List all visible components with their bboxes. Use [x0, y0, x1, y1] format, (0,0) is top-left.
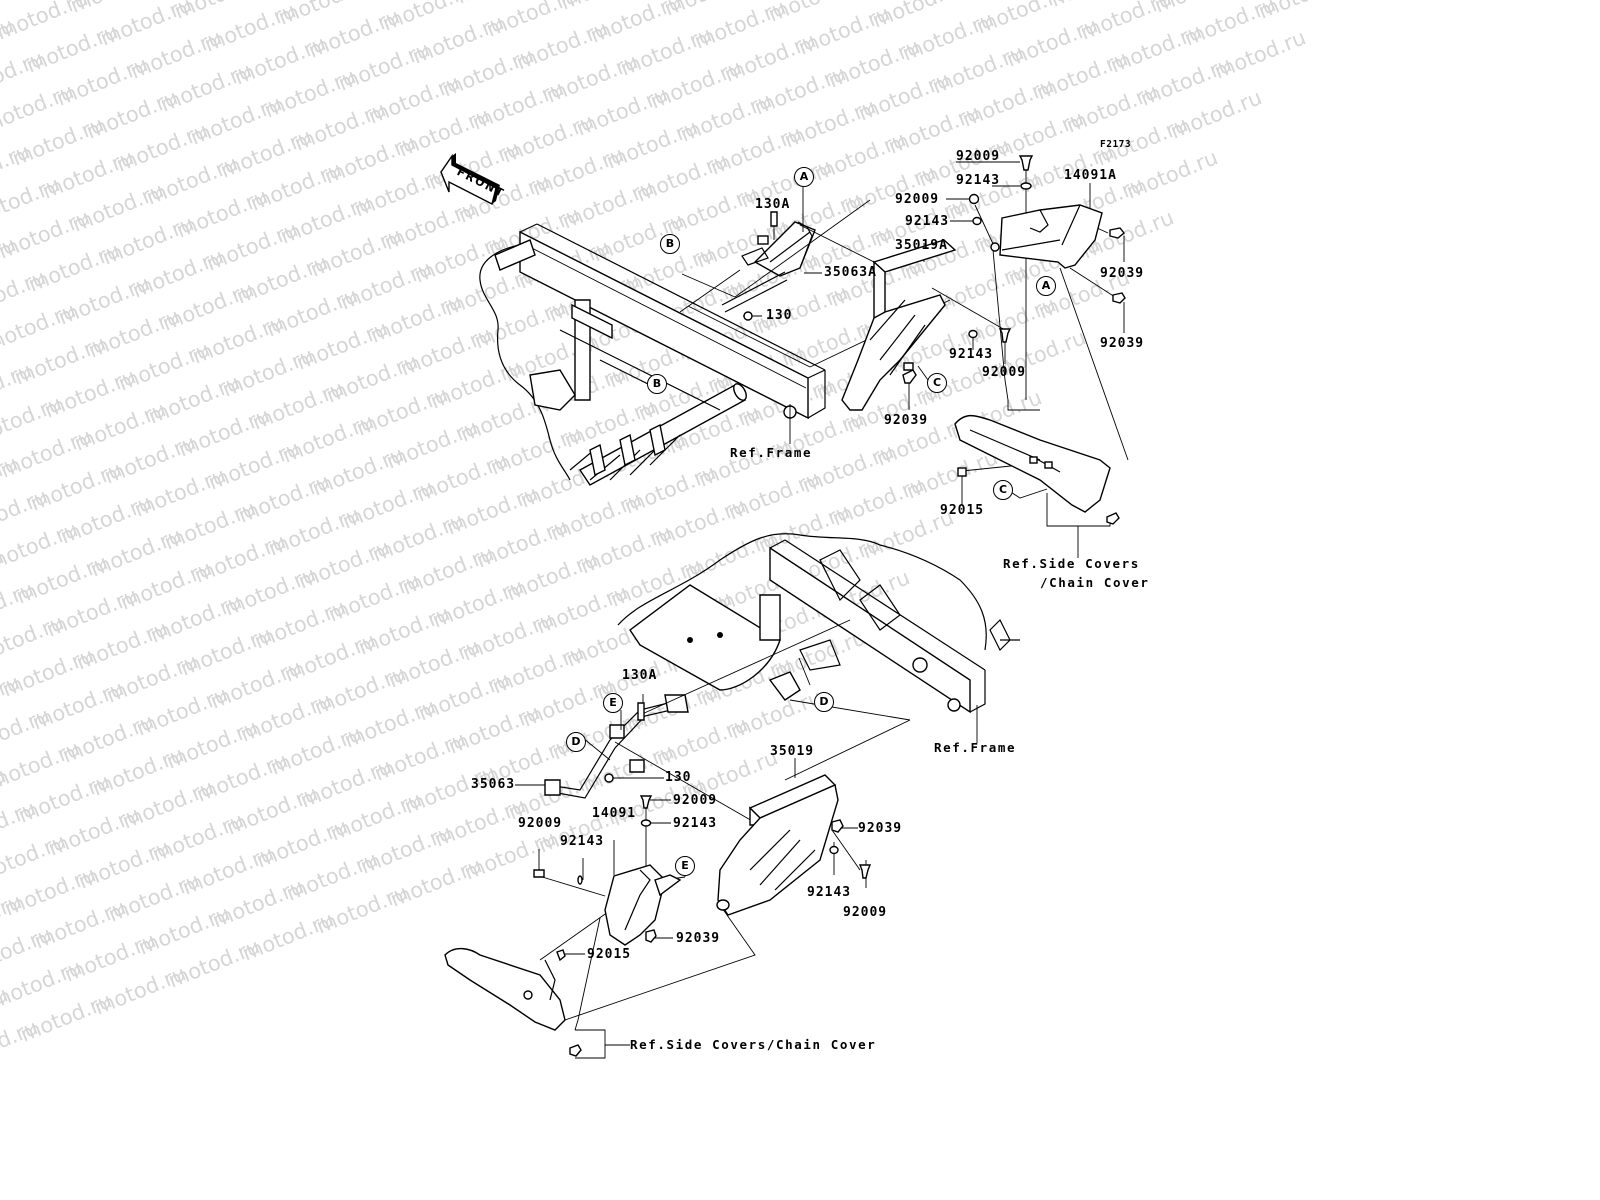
callout-d: D [566, 732, 586, 752]
callout-a: A [1036, 276, 1056, 296]
part-label-92039[interactable]: 92039 [1100, 336, 1145, 351]
callout-c: C [993, 480, 1013, 500]
upper-fasteners [743, 155, 1126, 525]
part-label-35019[interactable]: 35019 [770, 744, 815, 759]
ref-chain-cover-label[interactable]: /Chain Cover [1040, 575, 1150, 590]
callout-a: A [794, 167, 814, 187]
part-label-35019A[interactable]: 35019A [895, 238, 948, 253]
part-label-92015[interactable]: 92015 [587, 947, 632, 962]
side-cover-upper-drawing [954, 414, 1111, 513]
front-arrow-icon: FRONT [440, 153, 507, 206]
part-label-130[interactable]: 130 [665, 770, 692, 785]
ref-side-covers-label[interactable]: Ref.Side Covers [1003, 556, 1140, 571]
callout-d: D [814, 692, 834, 712]
part-label-92143[interactable]: 92143 [956, 173, 1001, 188]
part-label-92009[interactable]: 92009 [982, 365, 1027, 380]
cover-14091A-drawing [990, 204, 1103, 269]
part-label-35063A[interactable]: 35063A [824, 265, 877, 280]
part-label-130A[interactable]: 130A [755, 197, 791, 212]
bracket-35063-drawing [544, 694, 689, 799]
part-label-92143[interactable]: 92143 [673, 816, 718, 831]
part-label-92039[interactable]: 92039 [1100, 266, 1145, 281]
callout-b: B [660, 234, 680, 254]
lower-frame-drawing [617, 533, 1020, 714]
part-label-92009[interactable]: 92009 [956, 149, 1001, 164]
part-label-92143[interactable]: 92143 [807, 885, 852, 900]
callout-e: E [603, 693, 623, 713]
ref-frame-label[interactable]: Ref.Frame [934, 740, 1017, 755]
part-label-92015[interactable]: 92015 [940, 503, 985, 518]
part-label-92143[interactable]: 92143 [905, 214, 950, 229]
callout-e: E [675, 856, 695, 876]
lower-fasteners [533, 702, 872, 1057]
part-label-92039[interactable]: 92039 [858, 821, 903, 836]
chain-guard-35019A-drawing [841, 239, 957, 411]
part-label-14091[interactable]: 14091 [592, 806, 637, 821]
figure-code-label: F2173 [1100, 139, 1132, 150]
part-label-92009[interactable]: 92009 [843, 905, 888, 920]
callout-c: C [927, 373, 947, 393]
part-label-35063[interactable]: 35063 [471, 777, 516, 792]
chain-guard-35019-drawing [716, 774, 839, 916]
part-label-92009[interactable]: 92009 [518, 816, 563, 831]
part-label-92039[interactable]: 92039 [884, 413, 929, 428]
ref-frame-label[interactable]: Ref.Frame [730, 445, 813, 460]
part-label-130A[interactable]: 130A [622, 668, 658, 683]
part-label-92143[interactable]: 92143 [949, 347, 994, 362]
part-label-92039[interactable]: 92039 [676, 931, 721, 946]
part-label-14091A[interactable]: 14091A [1064, 168, 1117, 183]
callout-b: B [647, 374, 667, 394]
cover-14091-drawing [604, 864, 682, 946]
part-label-92009[interactable]: 92009 [895, 192, 940, 207]
ref-side-covers-chain-cover-label[interactable]: Ref.Side Covers/Chain Cover [630, 1037, 877, 1052]
part-label-92009[interactable]: 92009 [673, 793, 718, 808]
upper-leader-lines [679, 161, 1129, 558]
upper-frame-drawing [479, 223, 826, 486]
bracket-35063A-drawing [721, 221, 816, 313]
side-cover-lower-drawing [444, 947, 566, 1031]
part-label-130[interactable]: 130 [766, 308, 793, 323]
part-label-92143[interactable]: 92143 [560, 834, 605, 849]
